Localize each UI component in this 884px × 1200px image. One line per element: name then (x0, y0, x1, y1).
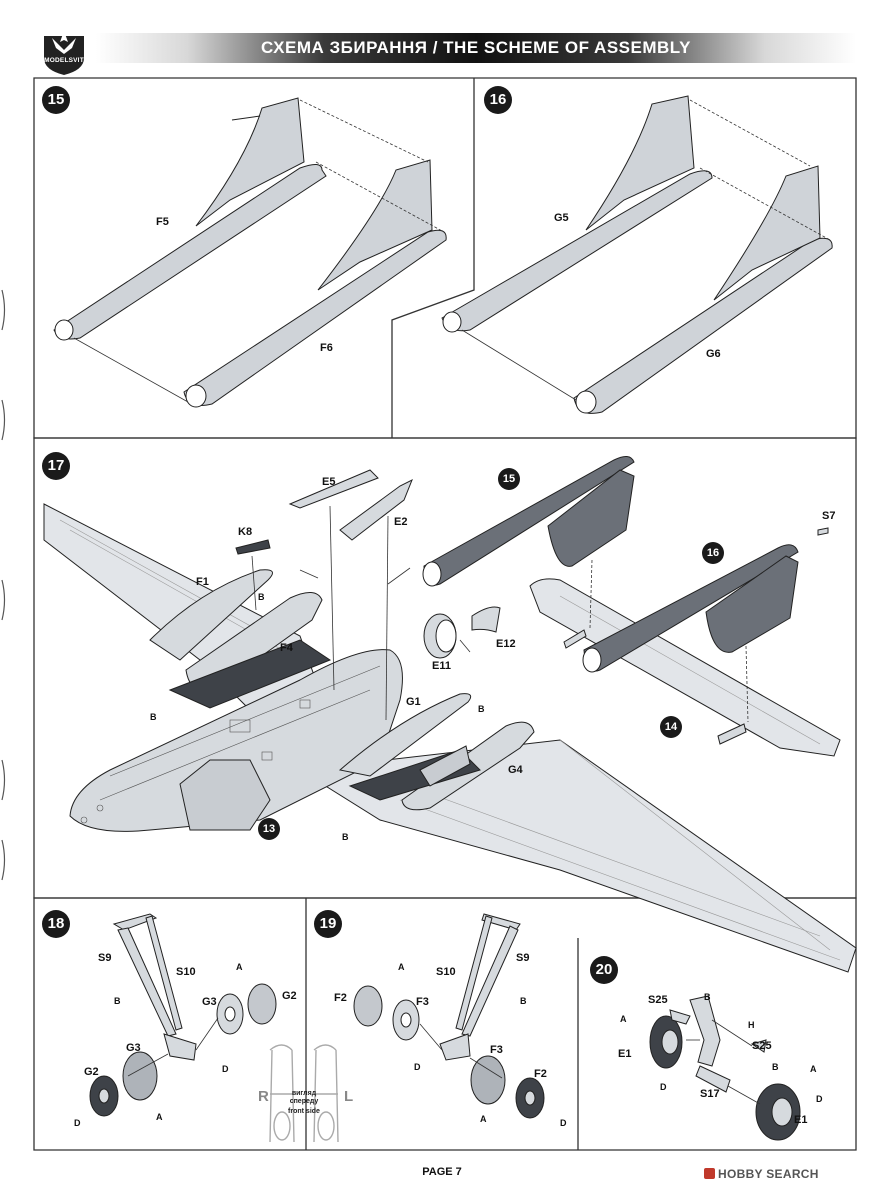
step-17-callout-15: 15 (498, 468, 520, 490)
step-20-label-e1-b: E1 (794, 1114, 808, 1126)
hobby-search-logo-icon (704, 1168, 715, 1179)
step-19-glue-a-2: A (480, 1114, 487, 1124)
step-19-badge: 19 (314, 910, 342, 938)
step-19-label-s10: S10 (436, 966, 456, 978)
step-18-glue-d-1: D (222, 1064, 229, 1074)
step-17-label-f1: F1 (196, 576, 209, 588)
step-18-label-g2-b: G2 (84, 1066, 99, 1078)
step-19-label-f3-b: F3 (490, 1044, 503, 1056)
page-number: PAGE 7 (422, 1166, 462, 1178)
step-20-label-e1-a: E1 (618, 1048, 632, 1060)
modelsvit-logo: MODELSVIT (38, 28, 90, 76)
step-20-badge: 20 (590, 956, 618, 984)
step-19-label-s9: S9 (516, 952, 530, 964)
front-view-caption-en: front side (288, 1108, 320, 1115)
step-17-label-e12: E12 (496, 638, 516, 650)
step-19-label-f2-b: F2 (534, 1068, 547, 1080)
step-17-label-g1: G1 (406, 696, 421, 708)
step-17-glue-b-4: B (342, 832, 349, 842)
front-view-side-l: L (344, 1088, 354, 1105)
step-20-glue-b-2: B (772, 1062, 779, 1072)
step-16-label-g5: G5 (554, 212, 569, 224)
step-16-badge: 16 (484, 86, 512, 114)
page-header: СХЕМА ЗБИРАННЯ / THE SCHEME OF ASSEMBLY … (26, 28, 856, 75)
step-19-glue-b: B (520, 996, 527, 1006)
logo-text: MODELSVIT (44, 57, 84, 64)
step-17-label-e5: E5 (322, 476, 336, 488)
step-20-glue-a-2: A (810, 1064, 817, 1074)
step-17-label-s7: S7 (822, 510, 836, 522)
step-17-callout-16: 16 (702, 542, 724, 564)
step-18-glue-a-1: A (236, 962, 243, 972)
step-17-label-e2: E2 (394, 516, 408, 528)
step-20-glue-d-2: D (816, 1094, 823, 1104)
step-20-glue-d-1: D (660, 1082, 667, 1092)
step-18-label-s9: S9 (98, 952, 112, 964)
step-18-glue-b: B (114, 996, 121, 1006)
step-15-badge: 15 (42, 86, 70, 114)
step-19-label-f3-a: F3 (416, 996, 429, 1008)
step-19-glue-d-2: D (560, 1118, 567, 1128)
step-20-glue-h: H (748, 1020, 755, 1030)
step-17-callout-14: 14 (660, 716, 682, 738)
step-16-label-g6: G6 (706, 348, 721, 360)
step-20-label-s17: S17 (700, 1088, 720, 1100)
step-17-badge: 17 (42, 452, 70, 480)
page-title: СХЕМА ЗБИРАННЯ / THE SCHEME OF ASSEMBLY (261, 38, 691, 57)
step-20-label-s25-b: S25 (752, 1040, 772, 1052)
step-18-label-g3-b: G3 (126, 1042, 141, 1054)
step-17-label-e11: E11 (432, 660, 451, 672)
step-18-label-s10: S10 (176, 966, 196, 978)
step-18-label-g2-a: G2 (282, 990, 297, 1002)
step-18-glue-d-2: D (74, 1118, 81, 1128)
front-view-side-r: R (258, 1088, 269, 1105)
step-20-glue-a-1: A (620, 1014, 627, 1024)
step-17-label-k8: K8 (238, 526, 253, 538)
step-17-glue-b-3: B (478, 704, 485, 714)
step-19-glue-a-1: A (398, 962, 405, 972)
front-view-caption-ua: вигляд спереду (289, 1090, 319, 1105)
step-17-glue-b-2: B (150, 712, 157, 722)
step-20-glue-b-1: B (704, 992, 711, 1002)
binding-marks (1, 289, 6, 881)
step-20-label-s25-a: S25 (648, 994, 668, 1006)
step-17-glue-b-1: B (258, 592, 265, 602)
step-18-glue-a-2: A (156, 1112, 163, 1122)
step-17-label-f4: F4 (280, 642, 293, 654)
step-19-label-f2-a: F2 (334, 992, 347, 1004)
step-15-label-f5: F5 (156, 216, 169, 228)
step-19-glue-d-1: D (414, 1062, 421, 1072)
header-bar (96, 33, 856, 63)
step-18-label-g3-a: G3 (202, 996, 217, 1008)
step-17-label-g4: G4 (508, 764, 523, 776)
watermark: HOBBY SEARCH (718, 1167, 819, 1181)
step-17-callout-13: 13 (258, 818, 280, 840)
step-15-label-f6: F6 (320, 342, 333, 354)
step-18-badge: 18 (42, 910, 70, 938)
